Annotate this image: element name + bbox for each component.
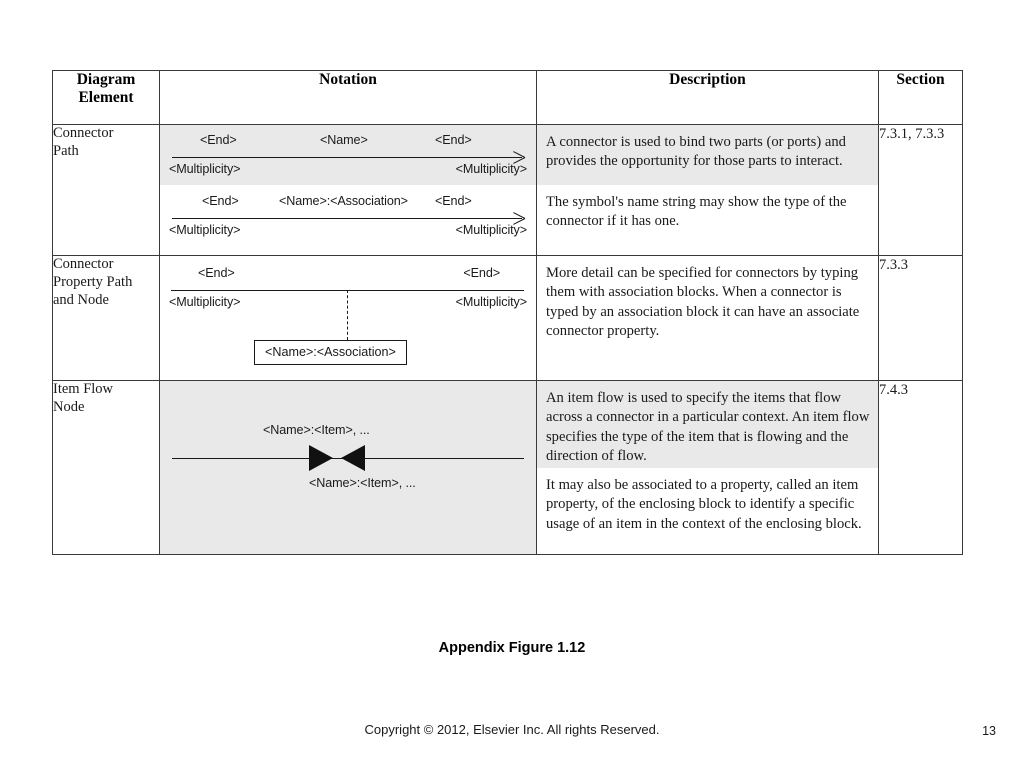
multiplicity-left-label: <Multiplicity> xyxy=(169,223,241,237)
end-right-label: <End> xyxy=(463,266,500,280)
element-line-1: Item Flow xyxy=(53,381,114,397)
flow-arrow-right-icon xyxy=(309,445,333,471)
element-line-1: Connector xyxy=(53,125,114,141)
multiplicity-right-label: <Multiplicity> xyxy=(455,295,527,309)
header-line-2: Element xyxy=(78,89,134,107)
multiplicity-left-label: <Multiplicity> xyxy=(169,295,241,309)
notation-item-flow-node: <Name>:<Item>, ... <Name>:<Item>, ... xyxy=(159,380,537,555)
description-item-flow-node: An item flow is used to specify the item… xyxy=(536,380,879,555)
end-left-label: <End> xyxy=(198,266,235,280)
copyright-notice: Copyright © 2012, Elsevier Inc. All righ… xyxy=(364,722,660,737)
description-paragraph: An item flow is used to specify the item… xyxy=(537,381,878,468)
connector-path-variant-a: <End> <Name> <End> <Multiplicity> <Multi… xyxy=(160,125,536,185)
name-label: <Name> xyxy=(320,133,368,147)
column-header-description: Description xyxy=(536,70,879,125)
association-dashed-link xyxy=(347,290,348,340)
section-item-flow-node: 7.4.3 xyxy=(878,380,963,555)
end-right-label: <End> xyxy=(435,133,472,147)
association-node-box: <Name>:<Association> xyxy=(254,340,407,365)
table-row-connector-property-path: Connector Property Path and Node <End> <… xyxy=(52,255,963,381)
table-row-connector-path: Connector Path <End> <Name> <End> <Multi… xyxy=(52,124,963,256)
column-header-section: Section xyxy=(878,70,963,125)
description-paragraph: More detail can be specified for connect… xyxy=(546,265,860,340)
element-name-connector-path: Connector Path xyxy=(52,124,160,256)
description-paragraph: The symbol's name string may show the ty… xyxy=(546,194,847,230)
description-connector-path: A connector is used to bind two parts (o… xyxy=(536,124,879,256)
section-connector-path: 7.3.1, 7.3.3 xyxy=(878,124,963,256)
description-paragraph: It may also be associated to a property,… xyxy=(546,477,862,532)
section-connector-property-path: 7.3.3 xyxy=(878,255,963,381)
notation-connector-property-path: <End> <End> <Multiplicity> <Multiplicity… xyxy=(159,255,537,381)
element-line-2: Property Path xyxy=(53,273,133,290)
element-line-1: Connector xyxy=(53,256,114,272)
sysml-notation-table: Diagram Element Notation Description Sec… xyxy=(52,70,963,555)
connector-line xyxy=(172,157,522,158)
end-left-label: <End> xyxy=(200,133,237,147)
element-name-item-flow-node: Item Flow Node xyxy=(52,380,160,555)
description-connector-property-path: More detail can be specified for connect… xyxy=(536,255,879,381)
multiplicity-right-label: <Multiplicity> xyxy=(455,162,527,176)
connector-path-variant-b: <End> <Name>:<Association> <End> <Multip… xyxy=(160,185,536,255)
name-association-label: <Name>:<Association> xyxy=(279,194,408,208)
multiplicity-right-label: <Multiplicity> xyxy=(455,223,527,237)
connector-line xyxy=(172,218,522,219)
column-header-diagram-element: Diagram Element xyxy=(52,70,160,125)
flow-arrow-left-icon xyxy=(341,445,365,471)
multiplicity-left-label: <Multiplicity> xyxy=(169,162,241,176)
element-line-2: Node xyxy=(53,398,85,415)
table-row-item-flow-node: Item Flow Node <Name>:<Item>, ... <Name>… xyxy=(52,380,963,555)
table-header-row: Diagram Element Notation Description Sec… xyxy=(52,70,963,125)
item-flow-label-below: <Name>:<Item>, ... xyxy=(309,476,416,490)
item-flow-diagram: <Name>:<Item>, ... <Name>:<Item>, ... xyxy=(160,381,536,554)
description-paragraph: A connector is used to bind two parts (o… xyxy=(537,125,878,185)
notation-connector-path: <End> <Name> <End> <Multiplicity> <Multi… xyxy=(159,124,537,256)
element-line-3: and Node xyxy=(53,291,109,308)
end-right-label: <End> xyxy=(435,194,472,208)
figure-caption: Appendix Figure 1.12 xyxy=(438,640,586,656)
connector-property-path-diagram: <End> <End> <Multiplicity> <Multiplicity… xyxy=(160,256,536,380)
column-header-notation: Notation xyxy=(159,70,537,125)
element-line-2: Path xyxy=(53,142,79,159)
item-flow-label-above: <Name>:<Item>, ... xyxy=(263,423,370,437)
page-number: 13 xyxy=(982,724,996,738)
element-name-connector-property-path: Connector Property Path and Node xyxy=(52,255,160,381)
header-line-1: Diagram xyxy=(76,71,136,88)
end-left-label: <End> xyxy=(202,194,239,208)
